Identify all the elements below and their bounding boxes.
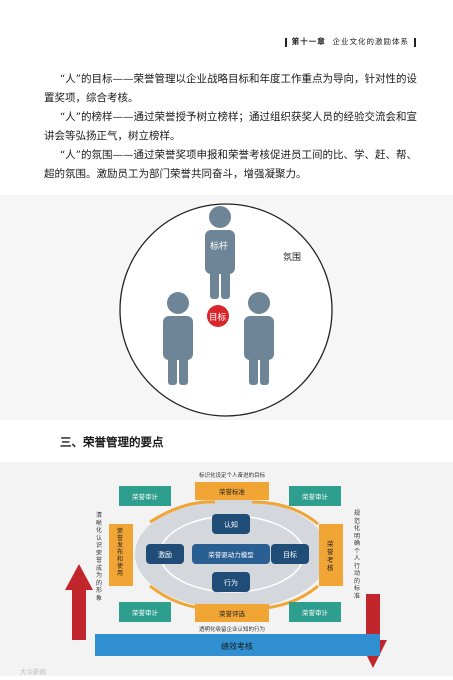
performance-bar <box>95 634 380 656</box>
node-center <box>192 544 270 564</box>
audit-label-top-left: 荣誉审计 <box>132 492 159 501</box>
behavior-label: 行为 <box>224 578 238 587</box>
paragraph-lead: “人”的榜样—— <box>59 111 134 123</box>
person-right-icon <box>244 292 274 385</box>
atmosphere-label: 氛围 <box>283 251 301 263</box>
paragraph-goal: “人”的目标——荣誉管理以企业战略目标和年度工作重点为导向，针对性的设置奖项，综… <box>44 70 424 108</box>
box-publish <box>109 524 133 586</box>
circle-diagram: 标杆 氛围 目标 <box>0 195 453 420</box>
paragraph-text: 荣誉管理以企业战略目标和年度工作重点为导向，针对性的设置奖项，综合考核。 <box>44 73 417 104</box>
node-cognition <box>212 514 250 534</box>
audit-label-bottom-right: 荣誉审计 <box>302 608 329 617</box>
watermark: 大众新闻 <box>20 667 46 676</box>
person-left-icon <box>163 292 193 385</box>
evaluation-label: 荣誉评选 <box>219 609 246 618</box>
assess-label: 荣誉考核 <box>327 540 334 572</box>
box-assess <box>319 524 343 586</box>
honor-process-diagram: 标识化设定个人奋进的目标 透明化吸留企业认知的行为 荣誉标准 荣誉评选 荣誉审计… <box>0 462 453 676</box>
audit-label-top-right: 荣誉审计 <box>302 492 329 501</box>
honor-process-svg: 标识化设定个人奋进的目标 透明化吸留企业认知的行为 荣誉标准 荣誉评选 荣誉审计… <box>20 471 387 676</box>
header-bar-right <box>414 37 416 47</box>
audit-box-bottom-right <box>289 602 341 622</box>
cycle-arrow-2 <box>251 500 319 526</box>
incentive-label: 激励 <box>158 550 172 559</box>
cognition-label: 认知 <box>224 520 238 529</box>
box-evaluation <box>195 604 269 622</box>
role-model-person-icon <box>205 206 235 299</box>
role-model-label: 标杆 <box>210 240 228 252</box>
box-standard <box>195 482 269 500</box>
audit-box-top-left <box>119 486 171 506</box>
paragraph-text: 通过荣誉奖项申报和荣誉考核促进员工间的比、学、赶、帮、超的氛围。激励员工为部门荣… <box>44 149 417 180</box>
audit-box-top-right <box>289 486 341 506</box>
paragraph-atmosphere: “人”的氛围——通过荣誉奖项申报和荣誉考核促进员工间的比、学、赶、帮、超的氛围。… <box>44 146 424 184</box>
cycle-arrow-1 <box>149 500 216 524</box>
running-header: 第十一章 企业文化的激励体系 <box>280 36 421 47</box>
header-bar-left <box>284 37 287 47</box>
top-note: 标识化设定个人奋进的目标 <box>199 471 266 479</box>
left-side-text: 清晰化认识荣誉成为的形象 <box>96 512 103 602</box>
header-title: 企业文化的激励体系 <box>332 37 409 46</box>
publish-label: 荣誉发布和使用 <box>117 528 124 577</box>
down-arrow-icon <box>359 594 387 668</box>
paragraph-role-model: “人”的榜样——通过荣誉授予树立榜样；通过组织获奖人员的经验交流会和宣讲会等弘扬… <box>44 108 424 146</box>
center-label: 荣誉驱动力模型 <box>208 550 254 559</box>
paragraph-text: 通过荣誉授予树立榜样；通过组织获奖人员的经验交流会和宣讲会等弘扬正气，树立榜样。 <box>44 111 417 142</box>
paragraph-lead: “人”的氛围—— <box>59 149 134 161</box>
goal-dot <box>207 305 229 327</box>
goal-node-label: 目标 <box>283 550 297 559</box>
up-arrow-icon <box>65 564 93 640</box>
node-goal <box>271 544 309 564</box>
goal-label: 目标 <box>209 312 227 323</box>
audit-box-bottom-left <box>119 602 171 622</box>
audit-label-bottom-left: 荣誉审计 <box>132 608 159 617</box>
right-side-text: 规范化明确个人行动的标准 <box>354 510 361 600</box>
circle-diagram-svg: 标杆 氛围 目标 <box>119 203 333 417</box>
node-incentive <box>146 544 184 564</box>
standard-label: 荣誉标准 <box>219 487 246 496</box>
section-title: 三、荣誉管理的要点 <box>60 435 164 449</box>
bottom-note: 透明化吸留企业认知的行为 <box>199 625 265 633</box>
performance-label: 绩效考核 <box>221 641 253 651</box>
header-chapter: 第十一章 <box>291 37 326 46</box>
paragraph-lead: “人”的目标—— <box>59 73 134 85</box>
node-behavior <box>212 572 250 592</box>
